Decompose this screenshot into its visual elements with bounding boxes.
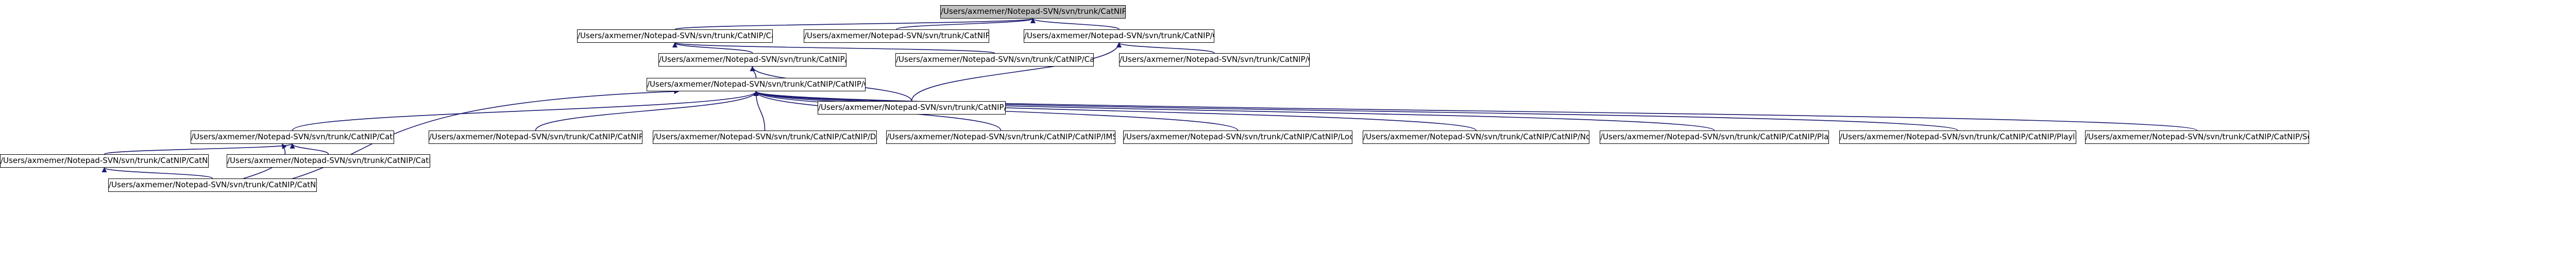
graph-node-docview-m[interactable]: /Users/axmemer/Notepad-SVN/svn/trunk/Cat…	[895, 53, 1094, 67]
graph-node-doc-h[interactable]: /Users/axmemer/Notepad-SVN/svn/trunk/Cat…	[940, 5, 1126, 19]
edge-notes-m-to-viewctrl-h	[753, 91, 1477, 131]
edge-docpdf-h-to-doc-h	[1030, 18, 1120, 30]
graph-node-appdel-m[interactable]: /Users/axmemer/Notepad-SVN/svn/trunk/Cat…	[108, 178, 317, 192]
edge-docpdf-m-to-docpdf-h	[1116, 42, 1215, 54]
graph-node-playlists-m[interactable]: /Users/axmemer/Notepad-SVN/svn/trunk/Cat…	[1839, 131, 2076, 144]
edge-playlists-m-to-viewctrl-h	[754, 91, 1958, 131]
edge-doc-m-to-doc-h	[896, 18, 1036, 30]
graph-node-notes-m[interactable]: /Users/axmemer/Notepad-SVN/svn/trunk/Cat…	[1363, 131, 1589, 144]
edge-appdel-m-to-appdel-h	[101, 167, 213, 179]
edge-scorepop-m-to-viewctrl-h	[754, 91, 2198, 131]
edge-localdata-h-to-viewctrl-h	[292, 91, 759, 131]
graph-node-localdel-m[interactable]: /Users/axmemer/Notepad-SVN/svn/trunk/Cat…	[1123, 131, 1352, 144]
edge-scoreview-m-to-docpdf-h	[911, 42, 1122, 102]
edge-docview-m-to-docview-h	[672, 42, 995, 54]
graph-node-docview-h[interactable]: /Users/axmemer/Notepad-SVN/svn/trunk/Cat…	[577, 29, 773, 43]
graph-node-playlist-m[interactable]: /Users/axmemer/Notepad-SVN/svn/trunk/Cat…	[1600, 131, 1829, 144]
graph-node-scorepop-m[interactable]: /Users/axmemer/Notepad-SVN/svn/trunk/Cat…	[2085, 131, 2309, 144]
graph-node-localdata-m[interactable]: /Users/axmemer/Notepad-SVN/svn/trunk/Cat…	[227, 154, 430, 168]
graph-node-appdel-h[interactable]: /Users/axmemer/Notepad-SVN/svn/trunk/Cat…	[0, 154, 209, 168]
graph-node-localdata-h[interactable]: /Users/axmemer/Notepad-SVN/svn/trunk/Cat…	[191, 131, 394, 144]
graph-node-viewctrl-m[interactable]: /Users/axmemer/Notepad-SVN/svn/trunk/Cat…	[429, 131, 642, 144]
edge-appdel-h-to-localdata-h	[104, 143, 295, 155]
edge-docview-h-to-doc-h	[674, 18, 1036, 30]
graph-node-doc-m[interactable]: /Users/axmemer/Notepad-SVN/svn/trunk/Cat…	[804, 29, 989, 43]
edge-viewctrl-m-to-viewctrl-h	[535, 91, 759, 131]
edge-scoreview-h-to-docview-h	[672, 42, 753, 54]
edge-detail-m-to-viewctrl-h	[753, 91, 766, 131]
graph-node-imslp-m[interactable]: /Users/axmemer/Notepad-SVN/svn/trunk/Cat…	[886, 131, 1115, 144]
edge-appdel-m-to-viewctrl-h	[274, 89, 680, 184]
graph-node-detail-m[interactable]: /Users/axmemer/Notepad-SVN/svn/trunk/Cat…	[653, 131, 877, 144]
graph-node-docpdf-h[interactable]: /Users/axmemer/Notepad-SVN/svn/trunk/Cat…	[1024, 29, 1214, 43]
graph-node-viewctrl-h[interactable]: /Users/axmemer/Notepad-SVN/svn/trunk/Cat…	[647, 78, 866, 91]
edge-localdata-m-to-localdata-h	[290, 143, 329, 155]
graph-node-scoreview-m[interactable]: /Users/axmemer/Notepad-SVN/svn/trunk/Cat…	[818, 101, 1006, 115]
edge-playlist-m-to-viewctrl-h	[753, 91, 1715, 131]
graph-node-docpdf-m[interactable]: /Users/axmemer/Notepad-SVN/svn/trunk/Cat…	[1119, 53, 1310, 67]
graph-node-scoreview-h[interactable]: /Users/axmemer/Notepad-SVN/svn/trunk/Cat…	[658, 53, 846, 67]
